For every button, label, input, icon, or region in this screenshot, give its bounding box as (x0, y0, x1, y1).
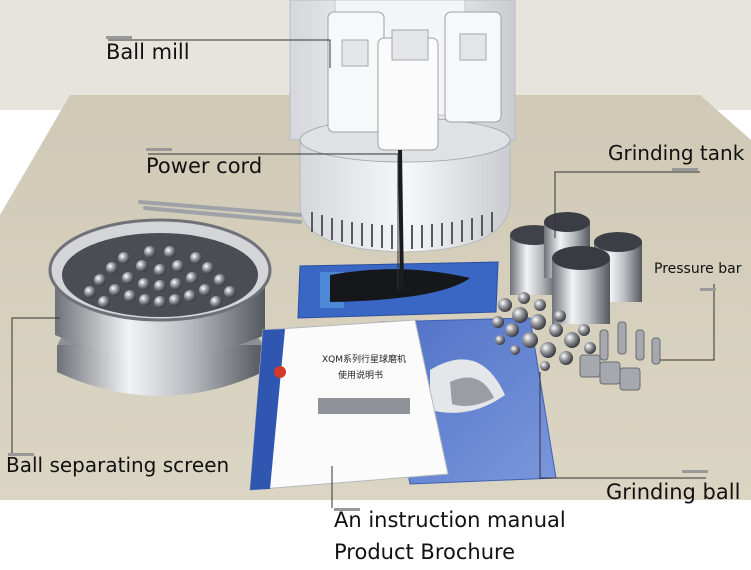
label-power-cord: Power cord (146, 154, 263, 178)
ball-separating-screen (48, 218, 272, 396)
manual-title-line1: XQM系列行星球磨机 (322, 353, 406, 365)
label-product-brochure: Product Brochure (334, 540, 516, 564)
grinding-tanks (510, 212, 642, 324)
label-ball-mill: Ball mill (106, 40, 190, 64)
ball-mill (289, 0, 516, 253)
tongs (138, 200, 302, 224)
grinding-balls (492, 292, 596, 371)
leader-lines (11, 39, 715, 508)
instruction-manual: XQM系列行星球磨机 使用说明书 (249, 319, 449, 491)
label-grinding-ball: Grinding ball (606, 480, 741, 504)
label-ball-separating-screen: Ball separating screen (6, 453, 230, 477)
white-bottom-margin (0, 500, 751, 570)
label-grinding-tank: Grinding tank (608, 141, 745, 165)
label-instruction-manual: An instruction manual (334, 508, 566, 532)
manual-title-line2: 使用说明书 (338, 369, 383, 381)
label-tick-marks (8, 36, 716, 511)
sieve-balls (84, 246, 236, 308)
label-pressure-bar: Pressure bar (654, 261, 742, 277)
pressure-bars (579, 321, 661, 391)
